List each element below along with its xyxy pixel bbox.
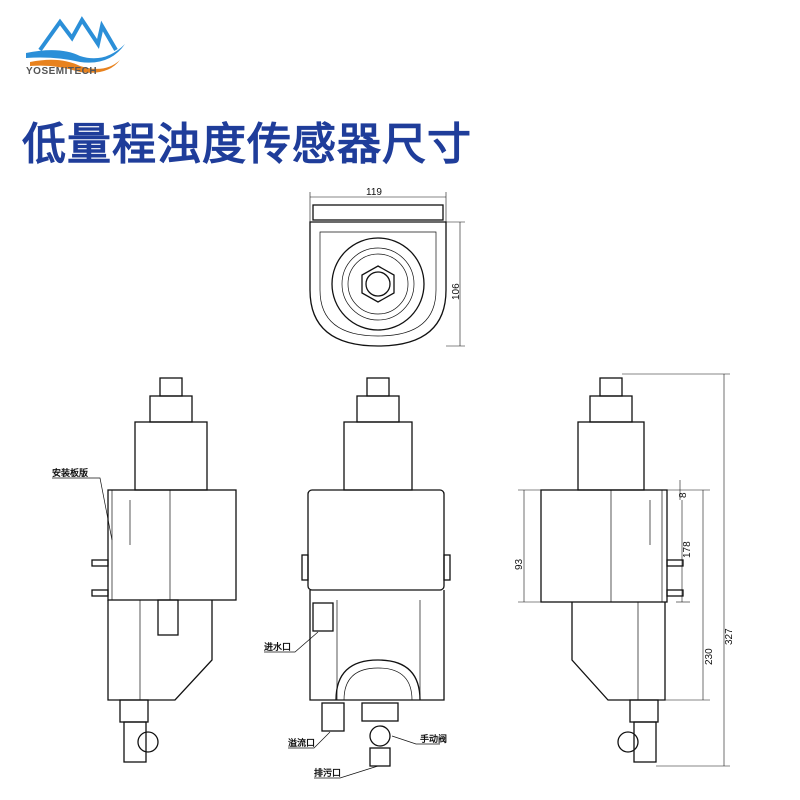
label-overflow: 溢流口 bbox=[288, 737, 315, 749]
dim-top-width: 119 bbox=[366, 187, 382, 198]
dim-total-height: 327 bbox=[724, 628, 735, 645]
left-side-view: 安装板版 bbox=[52, 377, 237, 763]
page-title: 低量程浊度传感器尺寸 bbox=[22, 119, 472, 170]
label-mount-plate: 安装板版 bbox=[52, 467, 88, 479]
dim-cap-height: 8 bbox=[678, 492, 689, 498]
label-inlet: 进水口 bbox=[264, 641, 291, 653]
dim-top-depth: 106 bbox=[451, 283, 462, 300]
brand-name: YOSEMITECH bbox=[26, 66, 98, 77]
label-drain: 排污口 bbox=[314, 767, 341, 779]
yosemitech-logo bbox=[26, 16, 125, 73]
front-view: GROUND 进水口 溢流口 手动阀 排污口 bbox=[264, 377, 451, 779]
dim-mount-height: 178 bbox=[682, 541, 693, 558]
dim-lower-height: 230 bbox=[704, 648, 715, 665]
top-view: 119 106 bbox=[309, 187, 465, 347]
label-manual-valve: 手动阀 bbox=[420, 733, 447, 745]
right-side-view: 93 8 178 230 327 bbox=[514, 373, 735, 767]
dim-body-height: 93 bbox=[514, 558, 525, 570]
